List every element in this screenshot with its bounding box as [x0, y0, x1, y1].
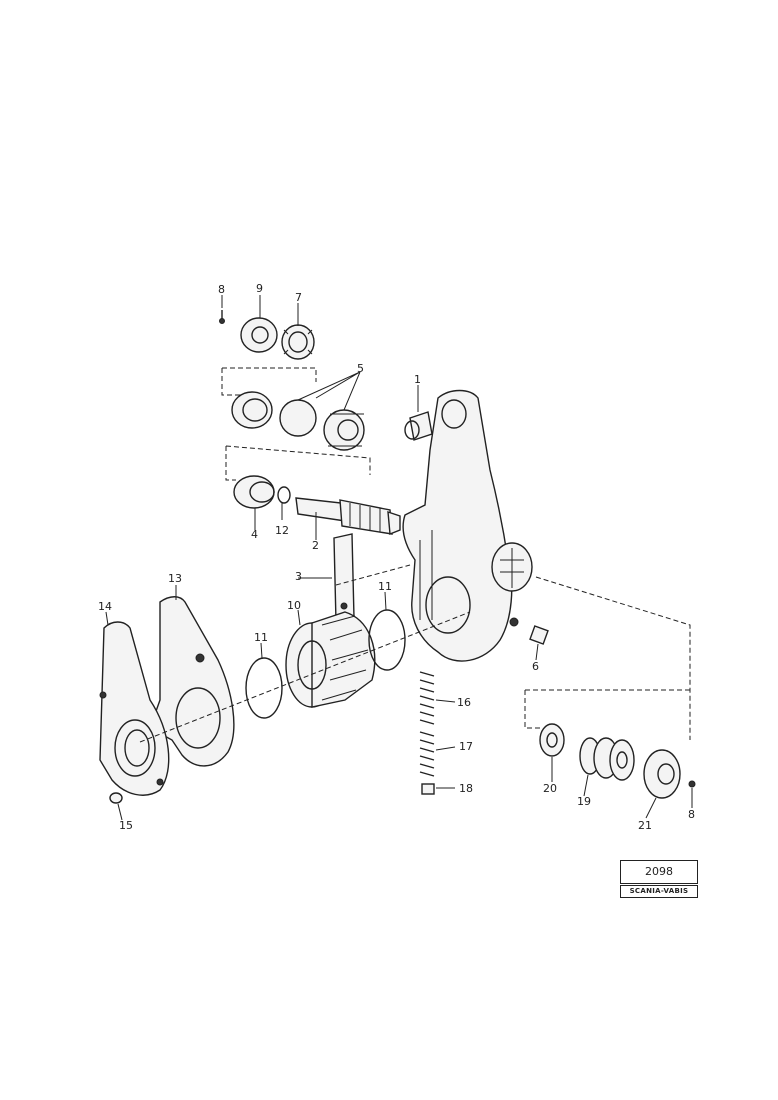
part-6-grease-nipple [529, 625, 549, 645]
part-2-worm-shaft [295, 497, 401, 535]
label-part-2: 2 [312, 539, 319, 552]
part-12-o-ring [277, 486, 291, 504]
label-part-20: 20 [543, 782, 557, 795]
label-part-17: 17 [459, 740, 473, 753]
part-20-washer [539, 723, 565, 757]
part-4-bearing-cap [233, 475, 275, 509]
part-9-top-bearing [240, 317, 278, 353]
label-part-14: 14 [98, 600, 112, 613]
guide-line-right [535, 576, 691, 740]
part-3-plate [333, 533, 355, 623]
leader-lines [105, 295, 693, 821]
label-part-6-right: 6 [532, 660, 539, 673]
part-5-gear-set [231, 391, 365, 451]
label-part-11-left: 11 [254, 631, 268, 644]
part-15-screw [109, 792, 123, 804]
label-part-12: 12 [275, 524, 289, 537]
label-part-13: 13 [168, 572, 182, 585]
part-11-ring-right [368, 609, 406, 671]
part-8-right-screw [688, 780, 696, 788]
label-part-1: 1 [414, 373, 421, 386]
part-19-bushing-set [579, 737, 635, 781]
label-part-8-top: 8 [218, 283, 225, 296]
drawing-reference-tag: SCANIA-VABIS [620, 885, 698, 898]
drawing-reference-block: 2098 SCANIA-VABIS [620, 860, 698, 898]
part-13-cover-plate [149, 596, 235, 767]
part-21-adjusting-nut [643, 749, 681, 799]
label-part-15: 15 [119, 819, 133, 832]
part-7-gear [281, 324, 315, 360]
part-10-bearing-cage [285, 611, 376, 708]
label-part-21: 21 [638, 819, 652, 832]
drawing-reference-number: 2098 [620, 860, 698, 884]
label-part-11-right: 11 [378, 580, 392, 593]
label-part-16: 16 [457, 696, 471, 709]
part-17-spring [419, 731, 435, 777]
part-16-spring-top [419, 671, 435, 725]
label-part-5: 5 [357, 362, 364, 375]
assembly-axis-mid [335, 564, 411, 586]
part-11-ring-left [245, 657, 283, 719]
label-part-3: 3 [295, 570, 302, 583]
label-part-10: 10 [287, 599, 301, 612]
group-bracket-right [524, 689, 690, 729]
group-bracket-middle [225, 445, 371, 481]
label-part-9-top: 9 [256, 282, 263, 295]
label-part-18: 18 [459, 782, 473, 795]
part-8-top-screw [219, 310, 225, 324]
label-part-8-right: 8 [688, 808, 695, 821]
part-14-housing-plate [99, 621, 170, 796]
part-18-plug [421, 783, 435, 795]
group-bracket-top [221, 367, 317, 396]
label-part-19: 19 [577, 795, 591, 808]
slack-adjuster-arm [402, 389, 533, 662]
assembly-axis-lower [139, 611, 471, 743]
label-part-7: 7 [295, 291, 302, 304]
part-1-bushing [404, 411, 433, 441]
label-part-4: 4 [251, 528, 258, 541]
